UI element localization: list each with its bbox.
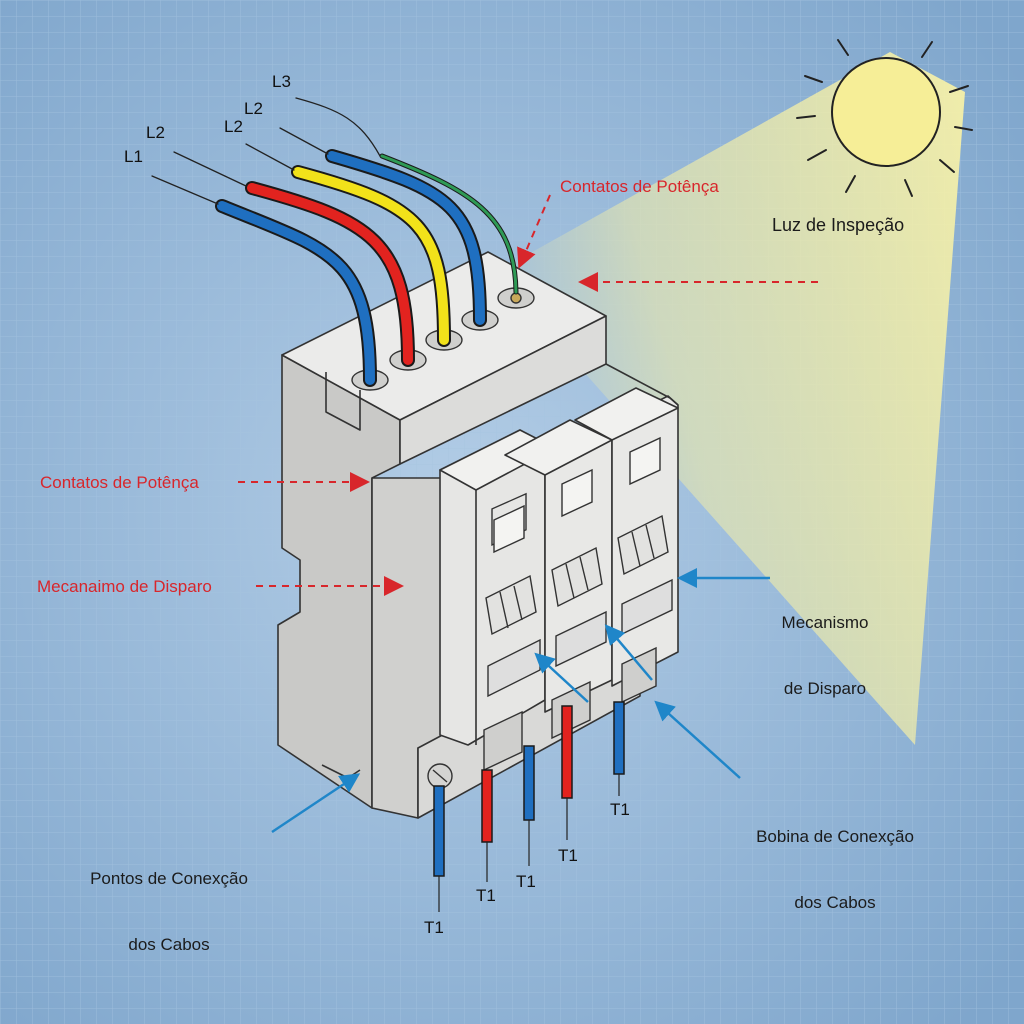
label-contatos-potencia-top: Contatos de Potênça xyxy=(560,177,719,196)
label-bobina-conexcao: Bobina de Conexção dos Cabos xyxy=(742,782,928,936)
label-pontos-line2: dos Cabos xyxy=(128,935,210,954)
terminal-label-t1-b: T1 xyxy=(476,886,496,905)
blue-callout-arrows xyxy=(271,568,770,834)
terminal-label-t1-d: T1 xyxy=(558,846,578,865)
wire-label-l2-c: L2 xyxy=(244,99,263,118)
sun-icon xyxy=(796,39,973,197)
terminal-label-t1-a: T1 xyxy=(424,918,444,937)
label-mecanismo-disparo-right: Mecanismo de Disparo xyxy=(770,568,880,722)
top-wires xyxy=(151,97,519,387)
label-pontos-conexcao: Pontos de Conexção dos Cabos xyxy=(74,824,264,978)
bottom-terminal-screw xyxy=(427,763,453,789)
label-mecanismo-line2: de Disparo xyxy=(783,679,867,698)
label-mecanismo-line1: Mecanismo xyxy=(781,613,869,632)
terminal-label-t1-e: T1 xyxy=(610,800,630,819)
label-bobina-line2: dos Cabos xyxy=(794,893,876,912)
label-pontos-line1: Pontos de Conexção xyxy=(90,869,248,888)
wire-label-l2-a: L2 xyxy=(146,123,165,142)
label-luz-inspecao: Luz de Inspeção xyxy=(772,215,905,235)
label-contatos-potencia-left: Contatos de Potênça xyxy=(40,473,199,492)
label-mecanismo-disparo-left: Mecanaimo de Disparo xyxy=(37,577,212,596)
terminal-label-t1-c: T1 xyxy=(516,872,536,891)
wire-label-l2-b: L2 xyxy=(224,117,243,136)
bottom-wires xyxy=(433,701,625,912)
label-bobina-line1: Bobina de Conexção xyxy=(756,827,914,846)
wire-label-l3: L3 xyxy=(272,72,291,91)
inspection-light-beam xyxy=(500,52,965,745)
wire-label-l1: L1 xyxy=(124,147,143,166)
red-callout-arrows xyxy=(238,194,818,596)
